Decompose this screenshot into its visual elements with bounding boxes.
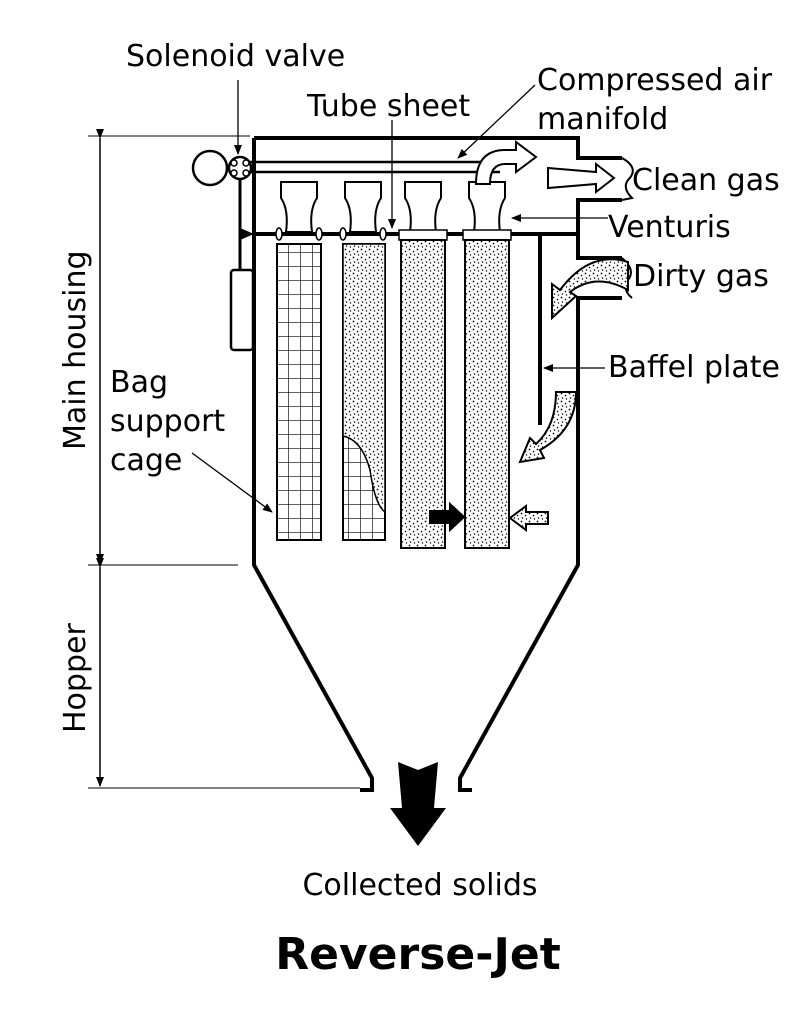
dirty-gas-label: Dirty gas	[633, 259, 769, 294]
main-housing-dimension	[88, 129, 250, 566]
filter-bag-4	[464, 239, 510, 549]
compressed-air-label-2: manifold	[537, 102, 668, 137]
filter-bag-partial	[342, 243, 386, 541]
diagram-title: Reverse-Jet	[275, 929, 560, 980]
solenoid-valve-label: Solenoid valve	[126, 39, 345, 74]
venturis-label: Venturis	[608, 210, 731, 245]
leader-lines	[191, 80, 608, 513]
bag-support-label-3: cage	[110, 443, 182, 478]
reverse-jet-arrow	[474, 140, 538, 185]
collected-solids-label: Collected solids	[302, 868, 537, 903]
compressed-air-label-1: Compressed air	[537, 63, 773, 98]
hopper-label: Hopper	[58, 623, 93, 733]
bag-support-label-2: support	[110, 404, 225, 439]
solid-flow-arrow	[429, 501, 466, 533]
main-housing-label: Main housing	[58, 250, 93, 450]
tube-sheet-label: Tube sheet	[306, 89, 470, 124]
baffel-plate-label: Baffel plate	[608, 350, 780, 385]
clean-gas-arrow	[547, 161, 616, 195]
gas-entry-arrow	[508, 504, 549, 532]
filter-bag-3	[400, 239, 446, 549]
hopper-dimension	[88, 558, 360, 789]
venturis	[275, 181, 512, 241]
baffle-flow-arrow	[518, 391, 578, 464]
dirty-gas-arrow	[551, 258, 629, 321]
main-housing-outline	[252, 136, 622, 792]
solenoid-valve	[191, 149, 255, 352]
clean-gas-outlet	[621, 157, 635, 201]
compressed-air-manifold	[232, 160, 500, 174]
bag-support-cage	[276, 243, 322, 541]
clean-gas-label: Clean gas	[632, 163, 780, 198]
collected-solids-arrow	[390, 762, 446, 846]
bag-support-label-1: Bag	[110, 365, 168, 400]
